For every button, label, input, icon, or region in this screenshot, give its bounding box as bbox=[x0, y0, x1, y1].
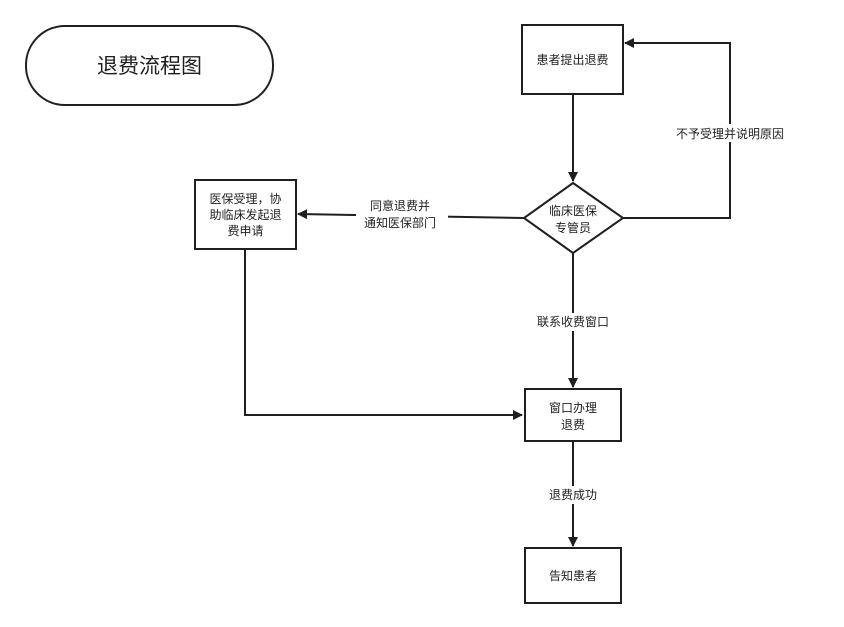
node-window-process: 窗口办理 退费 bbox=[524, 388, 622, 442]
node-specialist-label-line2: 专管员 bbox=[555, 220, 591, 235]
node-specialist: 临床医保 专管员 bbox=[522, 181, 625, 255]
node-window-process-label-line1: 窗口办理 bbox=[549, 400, 597, 415]
edges bbox=[244, 38, 731, 547]
edge-label-contact-window: 联系收费窗口 bbox=[537, 315, 609, 329]
node-insurance-accept-label-line1: 医保受理，协 bbox=[209, 191, 281, 206]
title-node: 退费流程图 bbox=[25, 25, 274, 106]
edge-label-agree-line1: 同意退费并 bbox=[370, 198, 430, 213]
node-insurance-accept-shape bbox=[194, 179, 297, 250]
node-insurance-accept-label-line3: 费申请 bbox=[227, 224, 263, 238]
edge-label-agree-line2: 通知医保部门 bbox=[364, 215, 436, 230]
node-patient-request: 患者提出退费 bbox=[521, 24, 624, 95]
edge-label-reject: 不予受理并说明原因 bbox=[676, 126, 784, 141]
node-notify-patient: 告知患者 bbox=[524, 547, 622, 604]
edge-insurance-to-window bbox=[244, 249, 523, 420]
edge-label-refund-success: 退费成功 bbox=[549, 488, 597, 502]
title-text: 退费流程图 bbox=[97, 54, 202, 78]
node-notify-patient-label: 告知患者 bbox=[549, 569, 597, 583]
node-insurance-accept-label-line2: 助临床发起退 bbox=[209, 207, 281, 222]
node-specialist-shape bbox=[522, 181, 625, 255]
node-specialist-label-line1: 临床医保 bbox=[549, 204, 597, 218]
node-patient-request-label: 患者提出退费 bbox=[536, 52, 608, 67]
node-patient-request-shape bbox=[521, 24, 624, 95]
node-window-process-label-line2: 退费 bbox=[561, 418, 585, 432]
node-notify-patient-shape bbox=[524, 547, 622, 604]
edge-labels: 不予受理并说明原因 同意退费并 通知医保部门 联系收费窗口 退费成功 bbox=[356, 124, 792, 504]
title-shape bbox=[25, 25, 274, 106]
node-window-process-shape bbox=[524, 388, 622, 442]
node-insurance-accept: 医保受理，协 助临床发起退 费申请 bbox=[194, 179, 297, 250]
